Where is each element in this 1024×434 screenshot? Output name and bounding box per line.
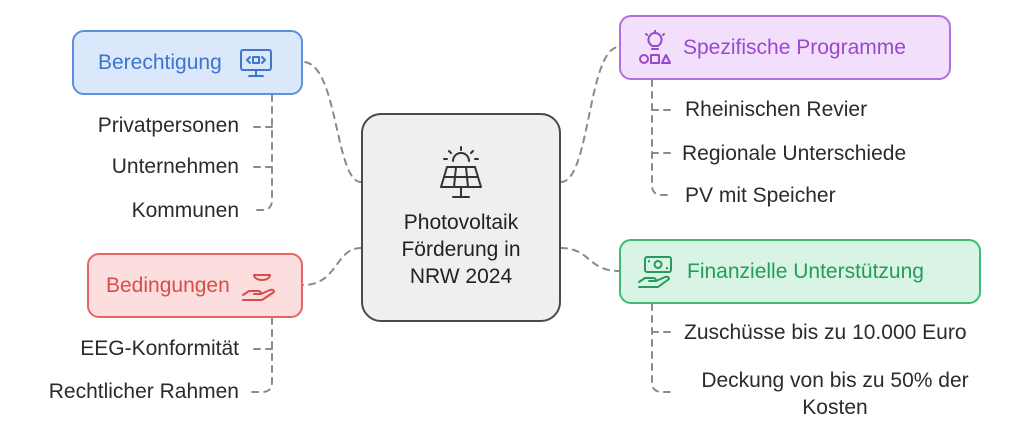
- connector-bedingungen-items: [251, 317, 273, 393]
- bedingungen-item: EEG-Konformität: [80, 337, 239, 360]
- central-topic-line-3: NRW 2024: [409, 265, 513, 288]
- connector-finanziell-items: [651, 303, 673, 393]
- programme-item: Rheinischen Revier: [685, 98, 868, 121]
- branch-finanziell-title: Finanzielle Unterstützung: [687, 259, 924, 283]
- berechtigung-item: Unternehmen: [111, 155, 239, 178]
- branch-finanziell[interactable]: Finanzielle Unterstützung: [619, 239, 981, 304]
- central-topic-line-2: Förderung in: [401, 238, 521, 261]
- connector-berechtigung-items: [251, 94, 273, 211]
- branch-programme-title: Spezifische Programme: [683, 35, 906, 59]
- branch-berechtigung-title: Berechtigung: [98, 50, 222, 74]
- branch-berechtigung[interactable]: Berechtigung: [72, 30, 303, 95]
- bedingungen-item: Rechtlicher Rahmen: [48, 380, 239, 403]
- connector-center-bedingungen: [302, 247, 362, 286]
- code-monitor-icon: [239, 48, 272, 77]
- finanziell-item: Deckung von bis zu 50% der Kosten: [701, 369, 969, 419]
- solar-panel-icon: [440, 146, 482, 198]
- hand-bowl-icon: [241, 273, 275, 301]
- lightbulb-shapes-icon: [639, 29, 671, 64]
- connector-center-berechtigung: [302, 61, 362, 183]
- programme-item: PV mit Speicher: [685, 184, 836, 207]
- connector-programme-items: [651, 79, 673, 196]
- berechtigung-item: Privatpersonen: [97, 114, 239, 137]
- branch-programme[interactable]: Spezifische Programme: [619, 15, 951, 80]
- central-topic-line-1: Photovoltaik: [403, 211, 519, 234]
- central-topic[interactable]: Photovoltaik Förderung in NRW 2024: [361, 113, 561, 322]
- hand-money-icon: [638, 255, 672, 288]
- programme-item: Regionale Unterschiede: [682, 142, 907, 165]
- berechtigung-item: Kommunen: [131, 199, 239, 222]
- branch-bedingungen[interactable]: Bedingungen: [87, 253, 303, 318]
- branch-bedingungen-title: Bedingungen: [106, 273, 230, 297]
- connector-center-programme: [560, 46, 620, 183]
- connector-center-finanziell: [560, 247, 620, 272]
- finanziell-item: Zuschüsse bis zu 10.000 Euro: [684, 321, 967, 344]
